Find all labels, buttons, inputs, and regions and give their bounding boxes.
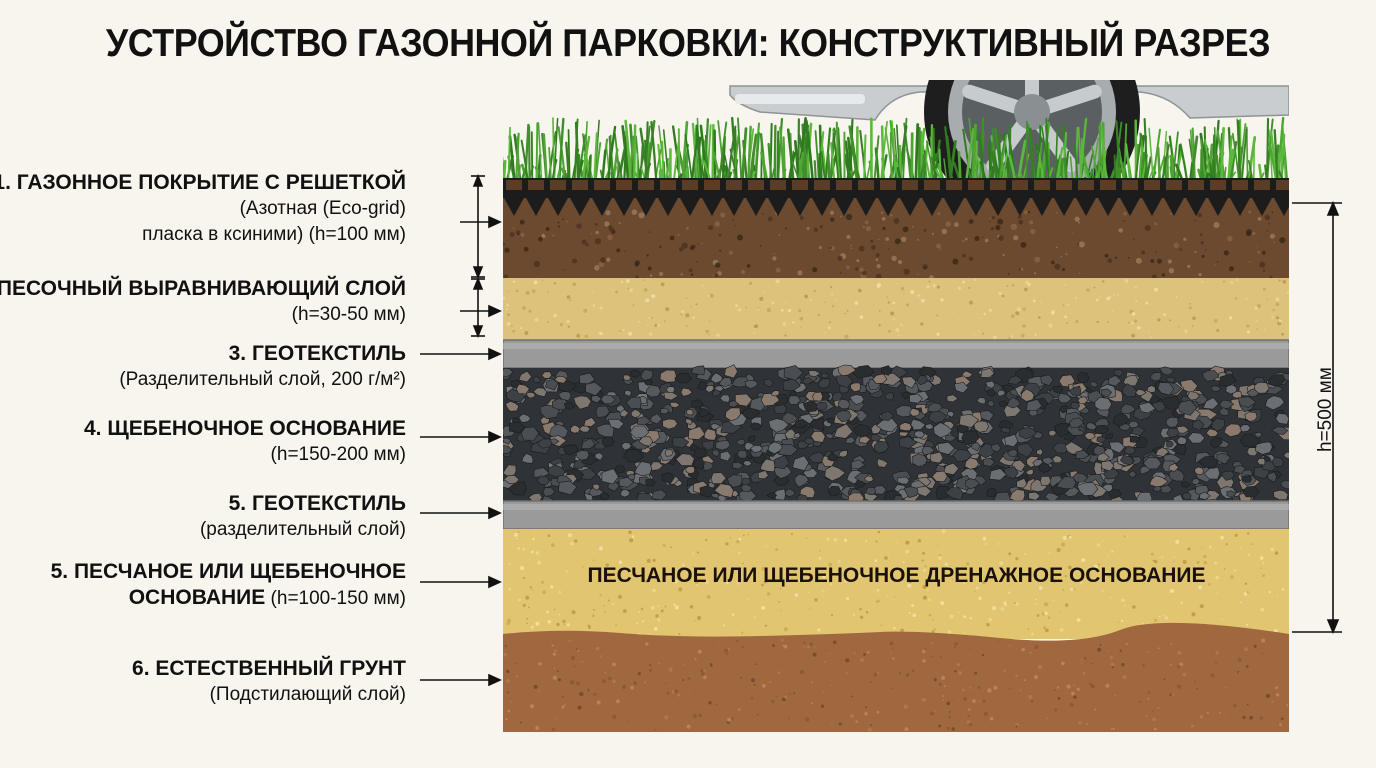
label-layer-5b: 5. ПЕСЧАНОЕ ИЛИ ЩЕБЕНОЧНОЕ ОСНОВАНИЕ (h=… <box>51 559 406 612</box>
total-height-label: h=500 мм <box>1315 367 1336 452</box>
drainage-base-layer <box>503 529 1289 639</box>
label-layer-3-heading: 3. ГЕОТЕКСТИЛЬ <box>228 342 406 365</box>
total-height-dimension <box>1292 200 1342 635</box>
lawn-grid-cells <box>503 178 1289 216</box>
drainage-base-caption: ПЕСЧАНОЕ ИЛИ ЩЕБЕНОЧНОЕ ДРЕНАЖНОЕ ОСНОВА… <box>587 564 1206 587</box>
label-layer-5-heading: 5. ГЕОТЕКСТИЛЬ <box>228 492 406 515</box>
label-layer-1: 1. ГАЗОННОЕ ПОКРЫТИЕ С РЕШЕТКОЙ (Азотная… <box>0 170 406 248</box>
grass-blades <box>503 116 1289 188</box>
label-layer-5b-heading: 5. ПЕСЧАНОЕ ИЛИ ЩЕБЕНОЧНОЕ <box>50 560 406 583</box>
label-layer-5b-line2-bold: ОСНОВАНИЕ <box>128 586 266 609</box>
label-layer-6-heading: 6. ЕСТЕСТВЕННЫЙ ГРУНТ <box>132 657 406 680</box>
label-layer-5-line2: (разделительный слой) <box>199 519 406 540</box>
label-layer-3: 3. ГЕОТЕКСТИЛЬ (Разделительный слой, 200… <box>119 341 406 393</box>
label-layer-2: 2. ПЕСОЧНЫЙ ВЫРАВНИВАЮЩИЙ СЛОЙ (h=30-50 … <box>0 276 406 328</box>
natural-soil-layer <box>503 622 1289 732</box>
leader-arrows <box>420 215 502 687</box>
label-layer-6: 6. ЕСТЕСТВЕННЫЙ ГРУНТ (Подстилающий слой… <box>132 656 406 708</box>
layer-thickness-brackets <box>471 173 485 339</box>
topsoil-layer <box>503 195 1289 278</box>
label-layer-1-heading: 1. ГАЗОННОЕ ПОКРЫТИЕ С РЕШЕТКОЙ <box>0 171 406 194</box>
label-layer-1-line2: (Азотная (Eco-grid) <box>239 198 406 219</box>
label-layer-3-line2: (Разделительный слой, 200 г/м²) <box>119 369 406 390</box>
label-layer-5b-line2: (h=100-150 мм) <box>265 588 406 609</box>
label-layer-5: 5. ГЕОТЕКСТИЛЬ (разделительный слой) <box>200 491 406 543</box>
label-layer-6-line2: (Подстилающий слой) <box>209 684 406 705</box>
page-title: УСТРОЙСТВО ГАЗОННОЙ ПАРКОВКИ: КОНСТРУКТИ… <box>105 22 1271 65</box>
label-layer-2-line2: (h=30-50 мм) <box>291 304 406 325</box>
label-layer-4: 4. ЩЕБЕНОЧНОЕ ОСНОВАНИЕ (h=150-200 мм) <box>84 416 406 468</box>
label-layer-2-heading: 2. ПЕСОЧНЫЙ ВЫРАВНИВАЮЩИЙ СЛОЙ <box>0 277 406 300</box>
label-layer-4-line2: (h=150-200 мм) <box>270 444 406 465</box>
label-layer-1-line3: пласка в ксиними) (h=100 мм) <box>142 224 406 245</box>
label-layer-4-heading: 4. ЩЕБЕНОЧНОЕ ОСНОВАНИЕ <box>83 417 406 440</box>
